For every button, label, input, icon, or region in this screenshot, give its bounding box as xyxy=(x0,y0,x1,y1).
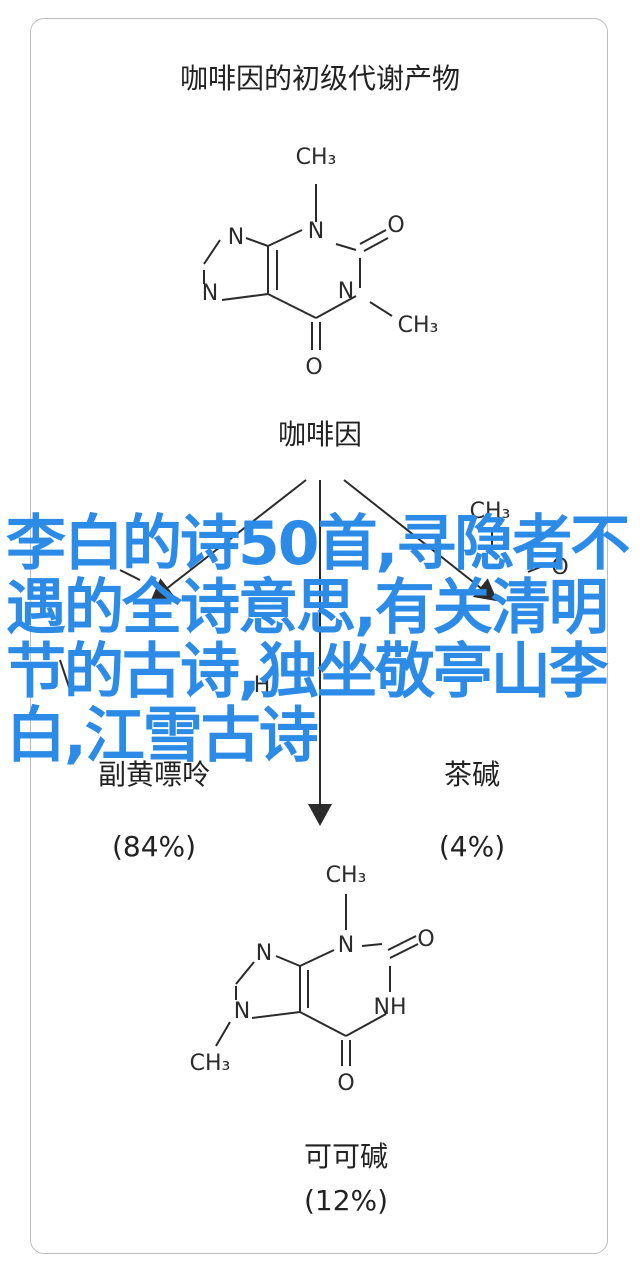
atom-ch3-theophylline: CH₃ xyxy=(470,499,511,524)
theophylline-percent: (4%) xyxy=(439,830,505,863)
theobromine-structure: CH₃ N O N N NH CH₃ O xyxy=(190,863,435,1096)
theobromine-percent: (12%) xyxy=(304,1184,388,1217)
paraxanthine-percent: (84%) xyxy=(112,830,196,863)
atom-n-right: N xyxy=(338,279,354,304)
metabolic-arrows xyxy=(150,479,498,826)
atom-n-top: N xyxy=(308,219,324,244)
atom-n-left-top: N xyxy=(228,225,244,250)
paraxanthine-label: 副黄嘌呤 xyxy=(98,758,210,791)
overlay-title-text: 李白的诗50首,寻隐者不遇的全诗意思,有关清明节的古诗,独坐敬亭山李白,江雪古诗 xyxy=(6,509,630,771)
diagram-title: 咖啡因的初级代谢产物 xyxy=(180,62,460,95)
caffeine-structure: CH₃ N O N N N CH₃ O xyxy=(202,145,439,380)
side-structures-partial: CH₃ O H xyxy=(59,499,569,698)
theobromine-label: 可可碱 xyxy=(304,1140,388,1173)
atom-o-bottom: O xyxy=(305,355,322,380)
caffeine-label: 咖啡因 xyxy=(278,418,362,451)
atom-n-left-bottom: N xyxy=(202,281,218,306)
atom-ch3-theobromine-bottom: CH₃ xyxy=(190,1051,231,1076)
arrow-to-paraxanthine xyxy=(150,479,307,602)
arrow-to-theophylline xyxy=(343,479,498,602)
atom-n-theobromine-left-top: N xyxy=(256,941,272,966)
atom-o-theobromine-right: O xyxy=(417,927,434,952)
theophylline-label: 茶碱 xyxy=(444,758,500,791)
atom-n-theobromine-left-bottom: N xyxy=(234,999,250,1024)
atom-ch3-theobromine-top: CH₃ xyxy=(326,863,367,888)
atom-n-theobromine-top: N xyxy=(338,933,354,958)
atom-o-theophylline: O xyxy=(551,555,568,580)
atom-ch3-top: CH₃ xyxy=(296,145,337,170)
atom-o-right: O xyxy=(387,213,404,238)
atom-h-partial: H xyxy=(254,673,271,698)
atom-o-theobromine-bottom: O xyxy=(337,1071,354,1096)
atom-ch3-right: CH₃ xyxy=(398,313,439,338)
atom-nh-theobromine: NH xyxy=(374,995,407,1020)
